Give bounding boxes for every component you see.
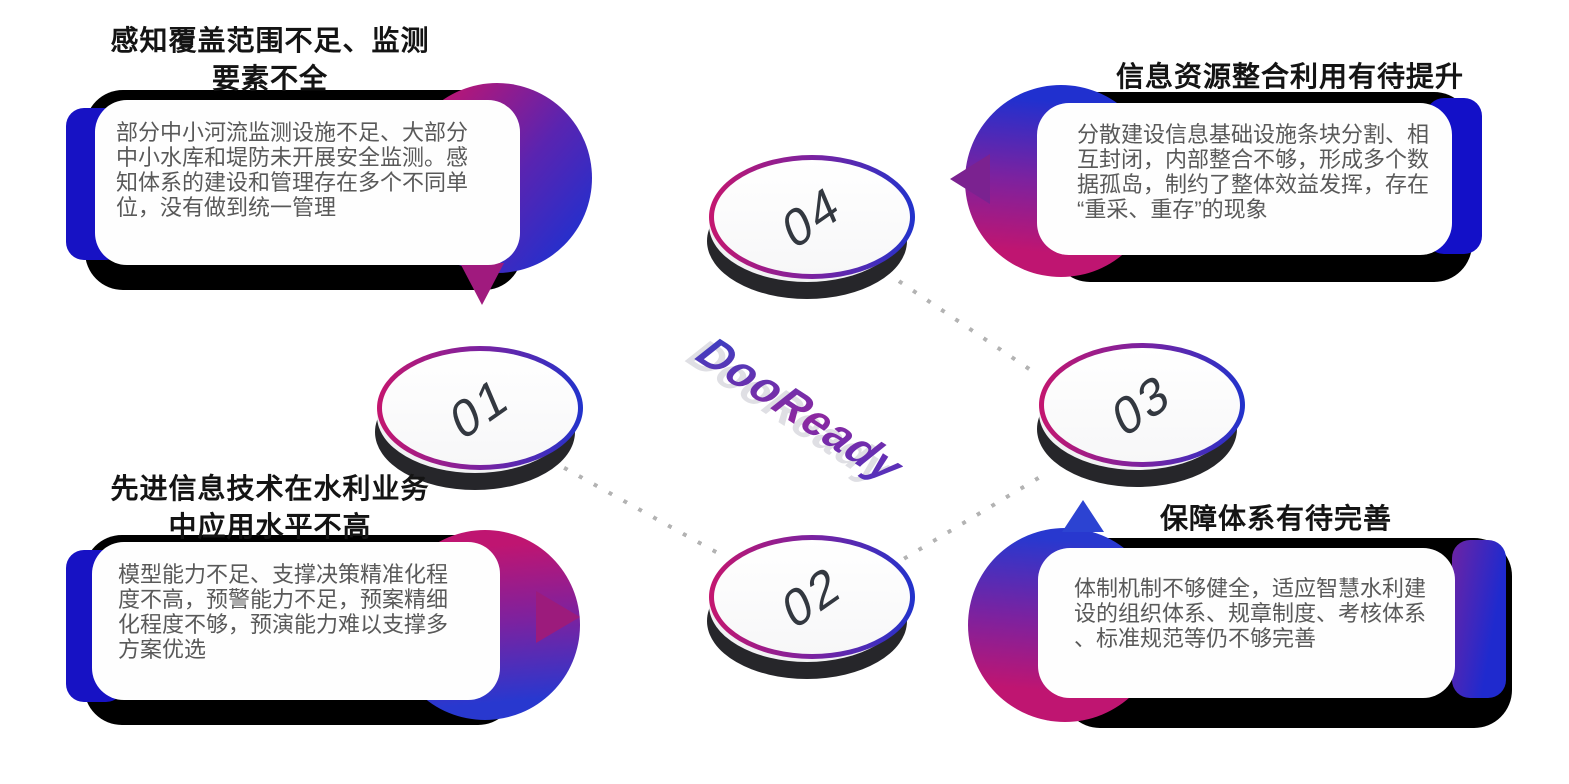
card-panel [1038,548,1455,698]
card-body: 分散建设信息基础设施条块分割、相 互封闭，内部整合不够，形成多个数 据孤岛，制约… [1077,122,1430,222]
card-panel [1037,103,1452,255]
disc-face: 03 [1039,343,1245,467]
disc-face: 01 [377,346,583,470]
step-number-03: 03 [1105,360,1179,450]
card-body: 模型能力不足、支撑决策精准化程 度不高，预警能力不足，预案精细 化程度不够，预演… [118,562,449,662]
card-title: 感知覆盖范围不足、监测 要素不全 [110,25,430,94]
watermark: DooReady DooReady [660,327,940,494]
watermark-text: DooReady [686,327,914,492]
watermark-3d-wrap: DooReady DooReady [677,327,914,494]
pointer-down-icon [460,263,504,305]
card-body: 体制机制不够健全，适应智慧水利建 设的组织体系、规章制度、考核体系 、标准规范等… [1074,576,1427,651]
step-number-02: 02 [775,552,849,642]
card-title: 先进信息技术在水利业务 中应用水平不高 [110,473,430,542]
card-title: 信息资源整合利用有待提升 [1115,61,1464,92]
pointer-up-icon [1062,500,1104,532]
card-accent-bar [1452,540,1506,698]
disc-face: 04 [709,155,915,279]
card-panel [92,542,500,700]
pointer-right-icon [536,591,580,643]
step-number-01: 01 [443,363,517,453]
card-panel [95,100,520,265]
card-title: 保障体系有待完善 [1159,503,1392,534]
disc-face: 02 [709,535,915,659]
step-number-04: 04 [775,172,849,262]
pointer-left-icon [950,154,990,204]
card-body: 部分中小河流监测设施不足、大部分 中小水库和堤防未开展安全监测。感 知体系的建设… [116,120,469,220]
